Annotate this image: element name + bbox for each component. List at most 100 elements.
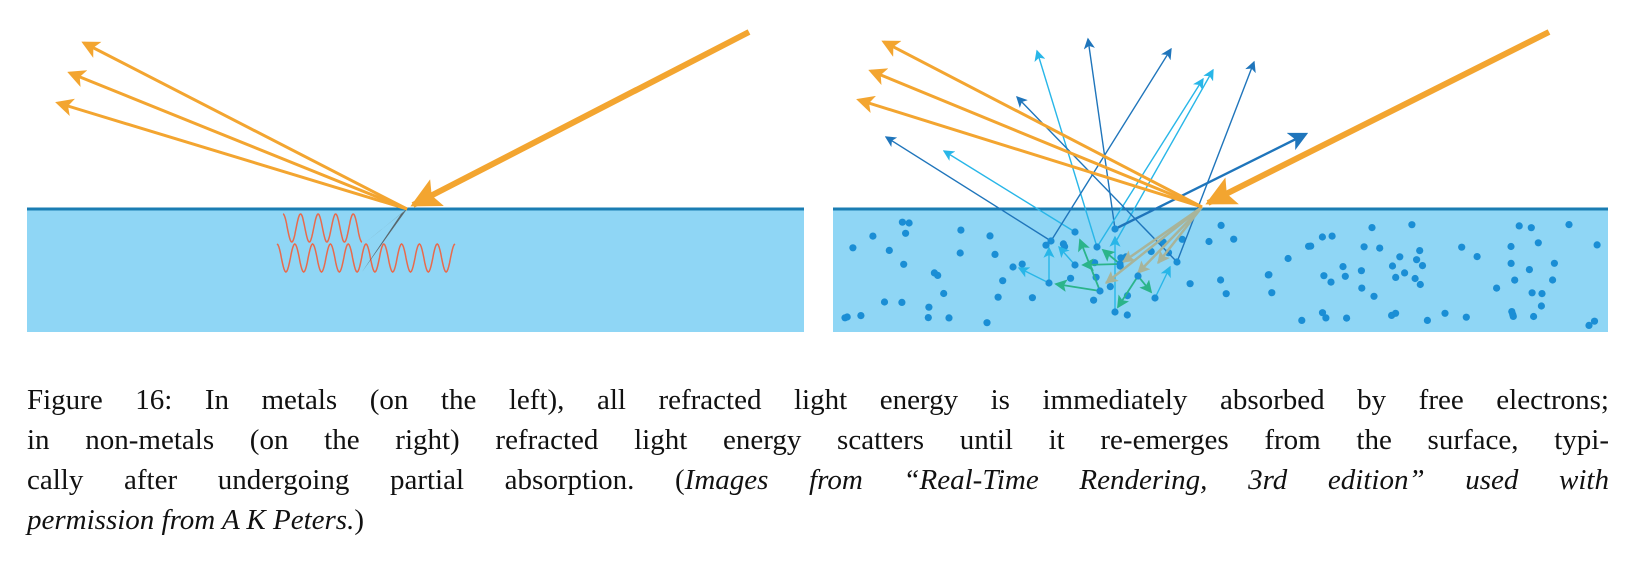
particle-dot xyxy=(898,218,907,226)
particle-dot xyxy=(1538,290,1546,298)
electron-waves xyxy=(276,213,456,273)
particle-dot xyxy=(1416,280,1424,289)
scattered-ray-arrow xyxy=(1050,47,1172,242)
particle-dot xyxy=(1401,269,1409,277)
particle-dot xyxy=(1525,266,1533,274)
scattered-ray-arrow xyxy=(1154,265,1171,299)
particle-dot xyxy=(1284,254,1292,263)
particle-dot xyxy=(1320,272,1328,280)
particle-dot xyxy=(1217,276,1225,284)
scattered-ray-arrow xyxy=(1101,248,1121,265)
particle-dot xyxy=(924,314,932,322)
scattered-ray-arrow xyxy=(884,136,1052,242)
particle-dot xyxy=(1009,263,1017,271)
particle-dot xyxy=(1527,224,1535,232)
caption-line: Figure 16: In metals (on the left), all … xyxy=(27,384,1609,416)
particle-dot xyxy=(1205,237,1213,246)
scattered-ray-arrow xyxy=(1017,267,1050,284)
particle-dot xyxy=(1508,308,1516,316)
particle-dot xyxy=(869,232,877,240)
particle-dot xyxy=(1047,237,1055,245)
scattered-ray-arrow xyxy=(1058,245,1076,266)
caption-credit: Images from “Real-Time Rendering, 3rd ed… xyxy=(684,464,1609,496)
particle-dot xyxy=(1318,309,1327,317)
incident-light-arrow xyxy=(410,29,751,208)
particle-dot xyxy=(1388,262,1397,270)
particle-dot xyxy=(1408,221,1416,229)
particle-dot xyxy=(1067,274,1075,282)
metal-panel xyxy=(27,29,804,332)
particle-dot xyxy=(1416,247,1424,255)
particle-dot xyxy=(945,314,953,322)
particle-dot xyxy=(991,250,999,258)
particle-dot xyxy=(1549,276,1557,284)
nonmetal-panel xyxy=(833,29,1608,332)
particle-dot xyxy=(900,260,908,268)
particle-dot xyxy=(994,293,1002,301)
particle-dot xyxy=(1590,317,1599,325)
scattering-particles xyxy=(841,218,1601,329)
particle-dot xyxy=(1123,311,1131,319)
particle-dot xyxy=(885,246,893,254)
particle-dot xyxy=(1265,271,1273,279)
caption-credit: permission from A K Peters. xyxy=(27,504,355,536)
particle-dot xyxy=(1370,292,1378,300)
caption-text: cally after undergoing partial absorptio… xyxy=(27,464,685,496)
particle-dot xyxy=(1045,279,1053,287)
particle-dot xyxy=(1178,235,1186,243)
caption-line: cally after undergoing partial absorptio… xyxy=(27,460,1609,500)
particle-dot xyxy=(902,229,910,237)
particle-dot xyxy=(1515,222,1523,230)
particle-dot xyxy=(1550,259,1558,267)
particle-dot xyxy=(925,303,933,311)
particle-dot xyxy=(1339,263,1347,271)
particle-dot xyxy=(1018,260,1026,268)
particle-dot xyxy=(1071,261,1079,269)
refracted-ray-arrow xyxy=(1105,206,1203,284)
particle-dot xyxy=(1116,260,1124,268)
particle-dot xyxy=(1511,276,1519,284)
particle-dot xyxy=(1530,312,1538,321)
particle-dot xyxy=(986,232,994,240)
scattered-ray-arrow xyxy=(942,150,1076,233)
particle-dot xyxy=(1411,274,1419,283)
metal-material xyxy=(27,209,804,332)
particle-dot xyxy=(1473,253,1481,261)
absorbed-refraction xyxy=(362,209,407,272)
particle-dot xyxy=(898,298,906,306)
electron-wave xyxy=(282,213,363,243)
particle-dot xyxy=(1268,289,1276,297)
particle-dot xyxy=(1441,309,1449,317)
particle-dot xyxy=(1186,280,1194,288)
scattered-ray-arrow xyxy=(1054,279,1101,292)
particle-dot xyxy=(983,319,991,327)
particle-dot xyxy=(1534,239,1542,247)
particle-dot xyxy=(1111,225,1119,233)
particle-dot xyxy=(1493,284,1501,292)
figure-diagram xyxy=(27,29,1608,332)
particle-dot xyxy=(999,277,1007,285)
particle-dot xyxy=(1230,235,1238,243)
particle-dot xyxy=(1368,224,1376,232)
particle-dot xyxy=(905,219,913,227)
scattered-ray-arrow xyxy=(1081,258,1121,272)
scattered-ray-arrow xyxy=(1096,77,1204,248)
particle-dot xyxy=(930,269,939,277)
particle-dot xyxy=(956,249,964,257)
particle-dot xyxy=(1318,233,1326,241)
particle-dot xyxy=(1341,272,1349,280)
particle-dot xyxy=(1328,232,1336,240)
particle-dot xyxy=(1343,314,1351,322)
particle-dot xyxy=(880,298,889,306)
particle-dot xyxy=(1458,243,1466,251)
particle-dot xyxy=(1071,228,1079,236)
particle-dot xyxy=(1322,314,1330,322)
particle-dot xyxy=(1096,287,1104,295)
particle-dot xyxy=(1093,243,1101,251)
refracted-ray-arrow xyxy=(1157,206,1203,264)
scattered-ray-arrow xyxy=(1176,60,1256,263)
particle-dot xyxy=(1423,316,1431,324)
particle-dot xyxy=(1418,262,1427,270)
particle-dot xyxy=(1392,273,1400,281)
particle-dot xyxy=(1413,256,1421,264)
